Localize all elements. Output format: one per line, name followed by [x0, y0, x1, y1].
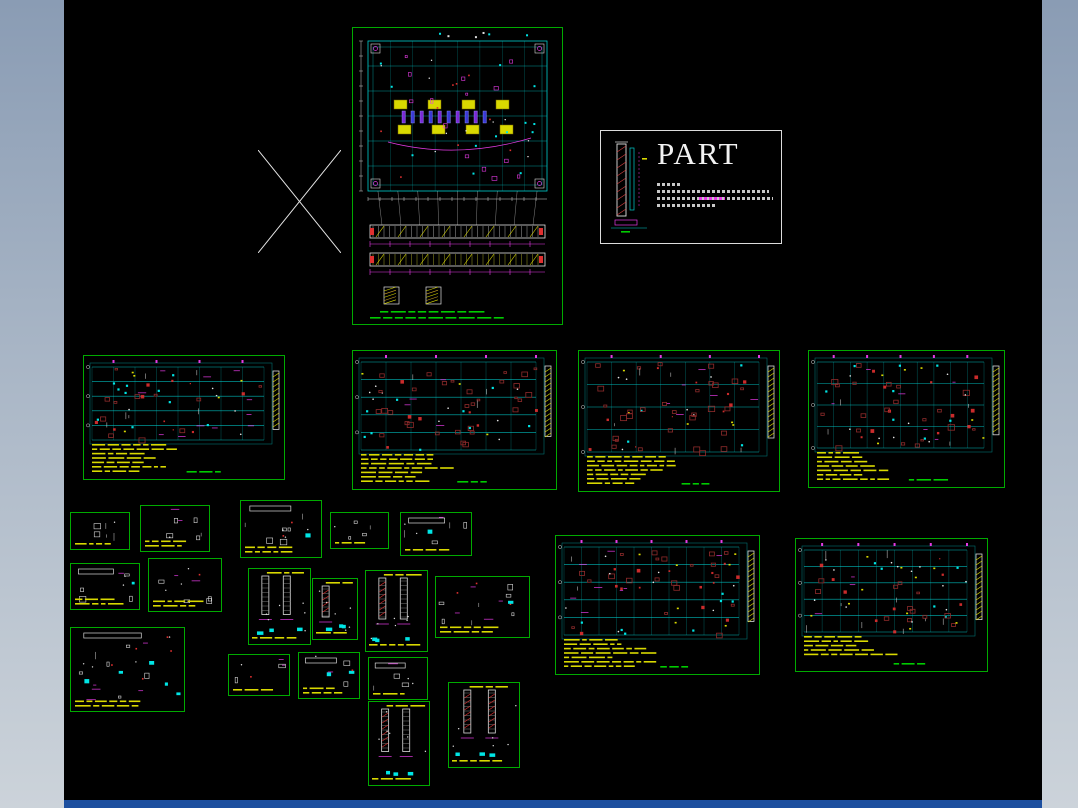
drawing-panel-detail-5: [400, 512, 472, 556]
note-line: [657, 183, 681, 186]
x-mark: [258, 150, 341, 253]
drawing-panel-plan-c: [578, 350, 780, 492]
part-sketch: [611, 141, 647, 233]
cad-canvas: [64, 0, 1042, 800]
part-title: PART: [657, 136, 740, 171]
drawing-panel-detail-2: [140, 505, 210, 552]
drawing-panel-detail-6: [70, 563, 140, 610]
note-line: [657, 204, 715, 207]
drawing-panel-detail-7: [148, 558, 222, 612]
page-background-right: [1042, 0, 1078, 808]
drawing-panel-plan-d: [808, 350, 1005, 488]
drawing-panel-plan-a: [83, 355, 285, 480]
drawing-panel-detail-10: [228, 654, 290, 696]
drawing-panel-detail-9: [70, 627, 185, 712]
drawing-panel-plan-f: [795, 538, 988, 672]
note-line: [657, 190, 769, 193]
drawing-panel-tall-1: [248, 568, 311, 645]
drawing-panel-assembly: [352, 27, 563, 325]
drawing-panel-tall-5: [448, 682, 520, 768]
part-legend-block: PART: [600, 130, 782, 244]
drawing-panel-detail-8: [435, 576, 530, 638]
drawing-panel-tall-2: [312, 578, 358, 640]
drawing-panel-plan-e: [555, 535, 760, 675]
drawing-panel-tall-3: [365, 570, 428, 652]
note-line: [657, 197, 773, 200]
drawing-panel-detail-12: [368, 657, 428, 700]
drawing-panel-detail-1: [70, 512, 130, 550]
page-background-left: [0, 0, 64, 808]
drawing-panel-detail-3: [240, 500, 322, 558]
drawing-panel-detail-4: [330, 512, 389, 549]
part-text-area: PART: [657, 138, 773, 236]
bottom-strip: [64, 800, 1042, 808]
drawing-panel-detail-11: [298, 652, 360, 699]
part-notes: [657, 179, 773, 211]
drawing-panel-plan-b: [352, 350, 557, 490]
drawing-panel-tall-4: [368, 701, 430, 786]
